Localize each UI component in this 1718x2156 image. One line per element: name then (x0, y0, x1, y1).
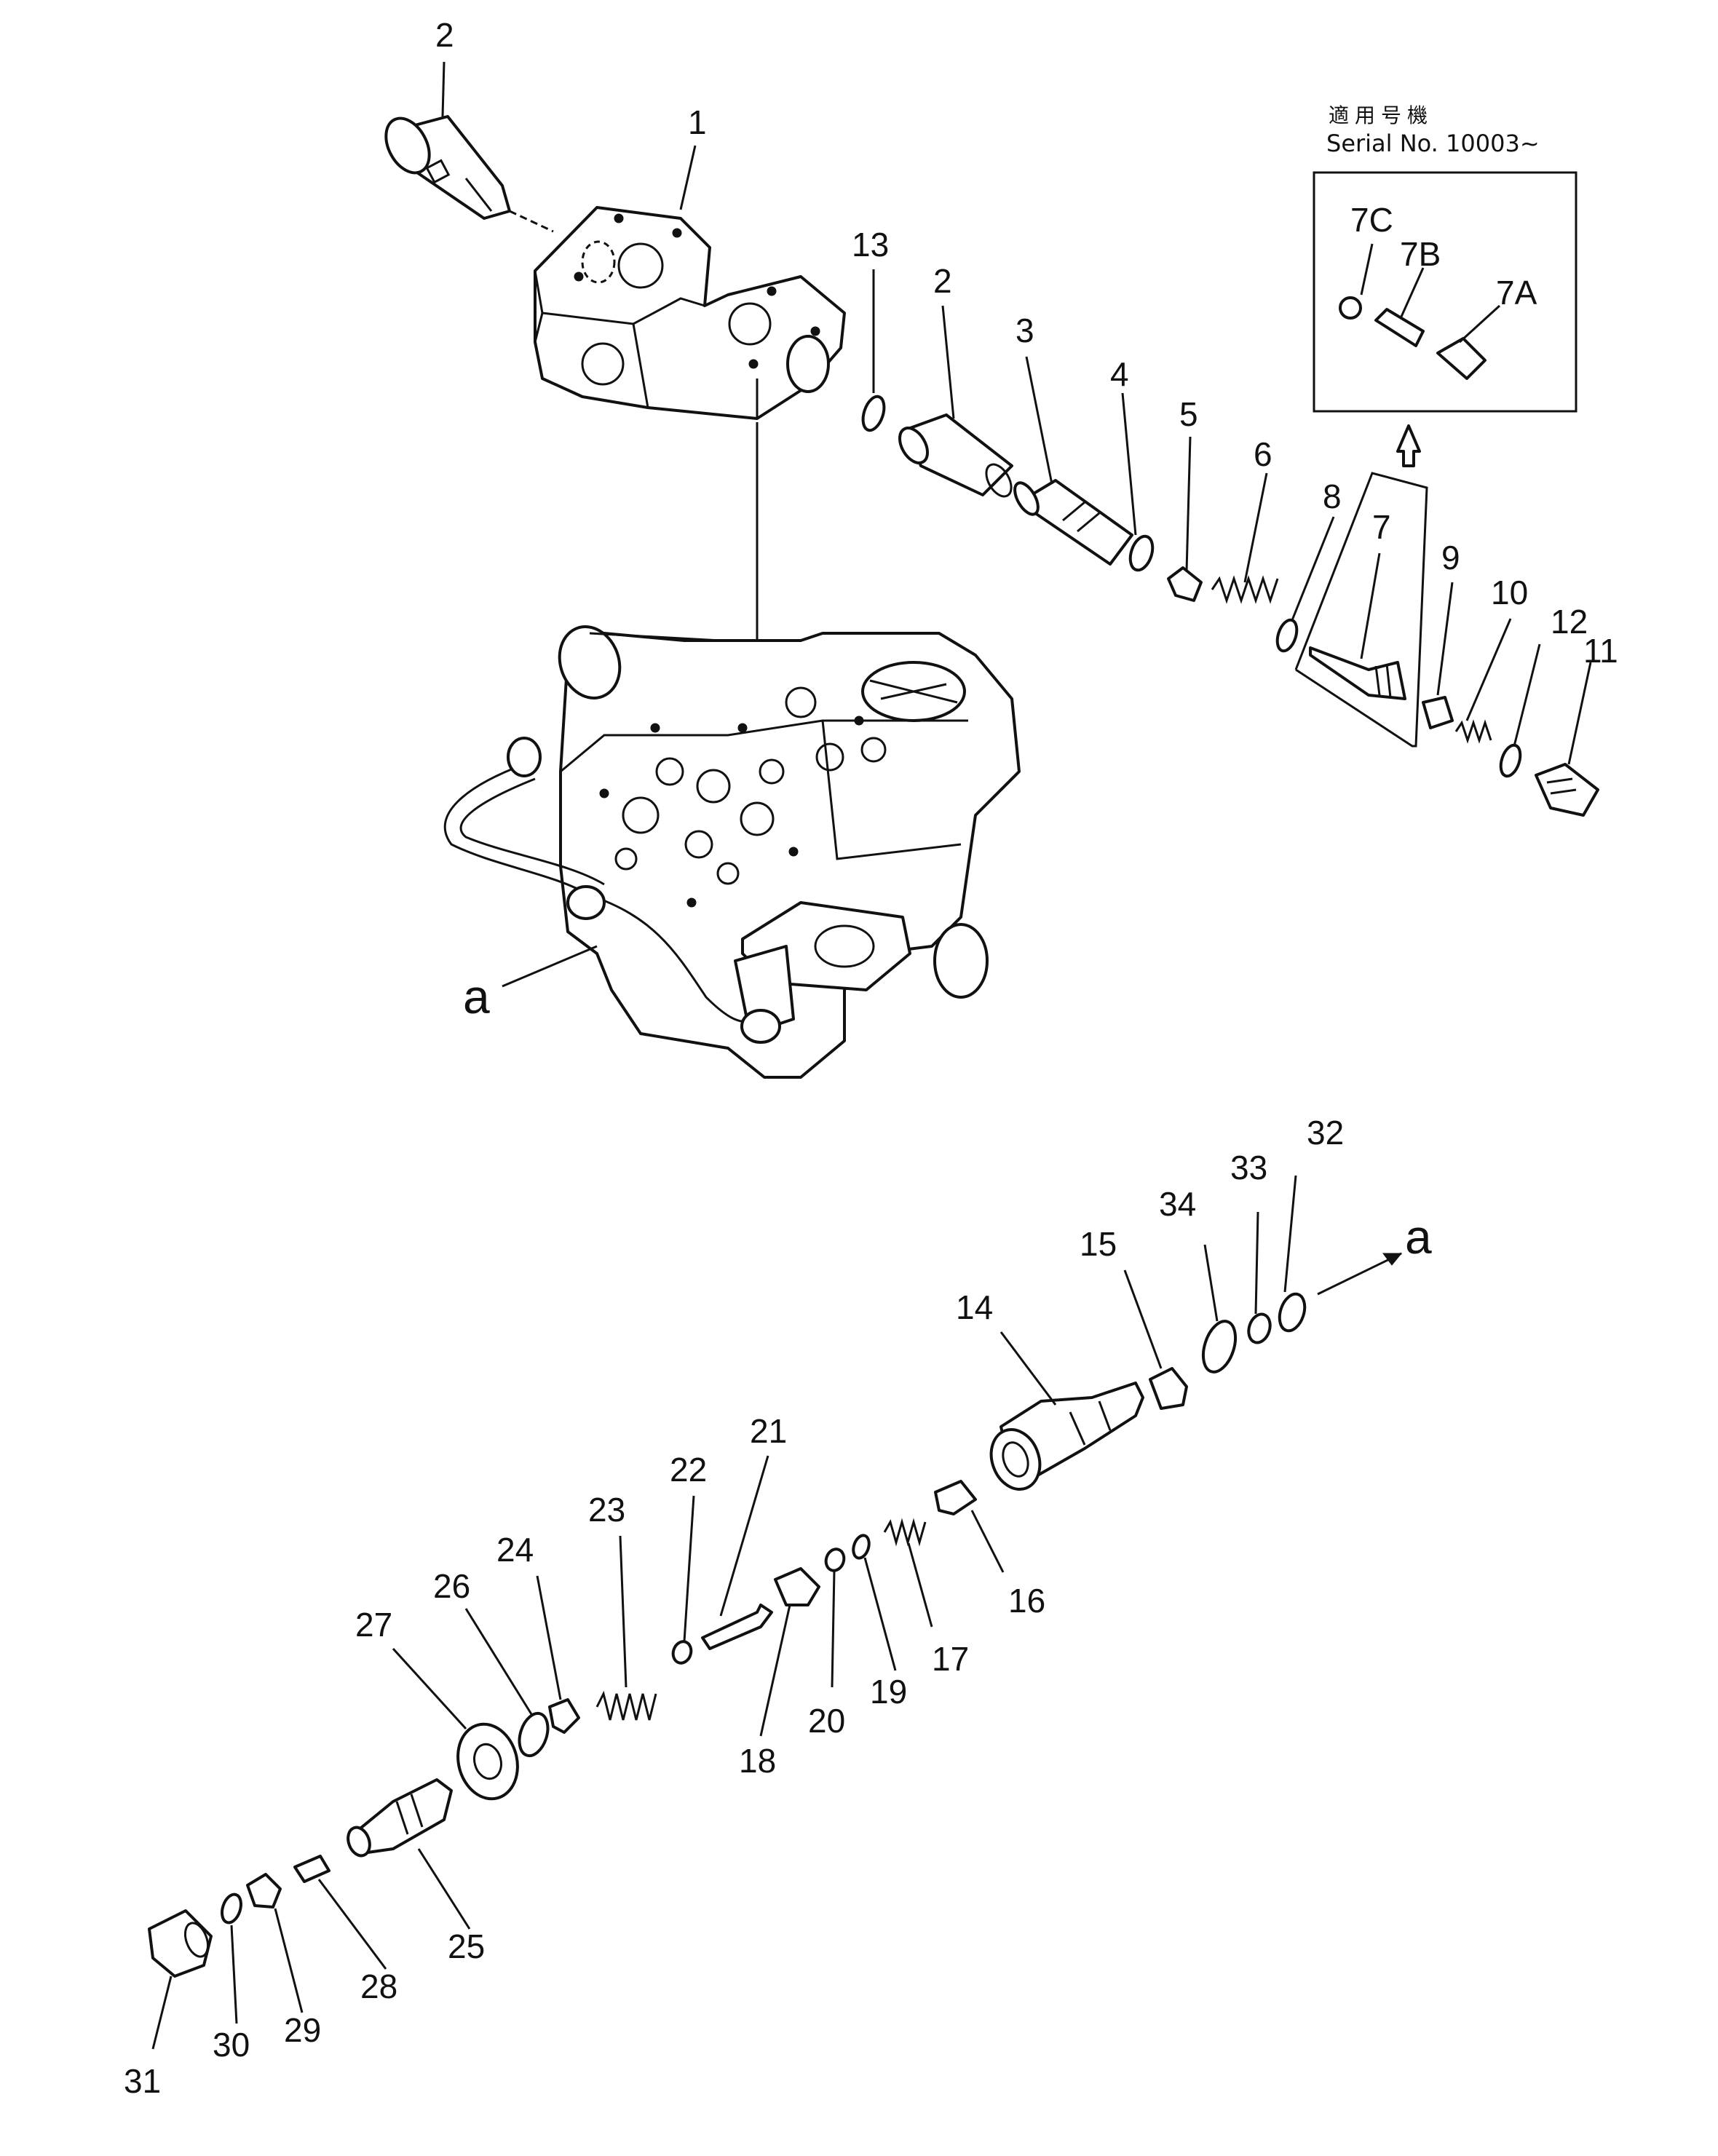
inset-label-7a: 7A (1496, 274, 1537, 312)
part-20-backup-ring (824, 1547, 846, 1572)
main-valve-body (443, 625, 1021, 1079)
part-21-pin (701, 1604, 773, 1650)
part-5-poppet (1167, 566, 1203, 602)
part-22-washer (671, 1640, 693, 1665)
leader-lines (151, 61, 1592, 2050)
part-13-o-ring (861, 395, 886, 432)
part-23-spring (595, 1690, 657, 1721)
callout-22: 22 (670, 1451, 707, 1489)
callout-19: 19 (870, 1673, 907, 1711)
callout-12: 12 (1551, 603, 1588, 641)
callout-31: 31 (124, 2062, 161, 2100)
part-27-lock-nut (456, 1722, 519, 1801)
inset-label-7b: 7B (1400, 235, 1441, 273)
part-10-spring (1454, 719, 1492, 744)
part-16-collar (934, 1480, 977, 1515)
part-4-o-ring (1128, 534, 1155, 572)
part-31-cap (148, 1909, 213, 1978)
part-14-valve-sleeve (989, 1382, 1144, 1491)
part-7a-plug (1436, 337, 1487, 380)
part-9-nut (1422, 696, 1454, 729)
part-11-plug (1535, 763, 1599, 817)
callout-8: 8 (1323, 477, 1342, 515)
part-7-valve (1309, 646, 1406, 700)
callout-16: 16 (1008, 1582, 1045, 1620)
inset-header-jp: 適用号機 (1329, 103, 1433, 127)
callout-17: 17 (932, 1640, 969, 1678)
part-1-valve-cover (534, 206, 846, 420)
part-32-o-ring (1278, 1292, 1307, 1333)
part-7c-washer (1339, 296, 1362, 320)
callout-34: 34 (1159, 1185, 1196, 1223)
callout-4: 4 (1110, 355, 1129, 393)
callout-26: 26 (433, 1567, 470, 1605)
part-33-backup-ring (1247, 1312, 1272, 1344)
inset-box: 適用号機 Serial No. 10003~ 7C 7B 7A (1313, 103, 1578, 413)
part-17-spring (883, 1518, 927, 1547)
callout-2-top: 2 (435, 16, 454, 54)
callout-15: 15 (1080, 1225, 1117, 1263)
part-34-o-ring (1201, 1320, 1238, 1374)
callout-25: 25 (448, 1927, 485, 1965)
part-28-pin (293, 1855, 330, 1883)
part-18-cap (774, 1567, 820, 1606)
ref-mark-a-right: a (1405, 1210, 1432, 1264)
callout-2-mid: 2 (933, 262, 952, 300)
part-6-spring (1211, 575, 1279, 604)
callout-27: 27 (355, 1606, 392, 1644)
part-29-nut (246, 1873, 282, 1909)
part-19-o-ring (852, 1534, 871, 1560)
callout-6: 6 (1254, 435, 1272, 473)
callout-30: 30 (213, 2026, 250, 2064)
part-26-o-ring (518, 1711, 550, 1758)
part-30-o-ring (221, 1893, 242, 1925)
callout-7: 7 (1372, 508, 1391, 546)
callout-20: 20 (808, 1702, 845, 1740)
callout-33: 33 (1230, 1149, 1267, 1186)
callout-24: 24 (496, 1531, 534, 1569)
part-12-o-ring (1499, 743, 1522, 778)
callout-9: 9 (1441, 539, 1460, 576)
callout-11: 11 (1583, 632, 1618, 670)
callout-21: 21 (750, 1412, 787, 1450)
part-7-group-outline (1294, 472, 1428, 748)
part-2-top-plug (384, 115, 554, 233)
callout-23: 23 (588, 1491, 625, 1529)
callout-numbers: 2 1 13 2 3 4 5 6 8 7 9 10 12 11 32 33 34… (124, 16, 1618, 2100)
callout-13: 13 (852, 226, 889, 263)
callout-10: 10 (1491, 574, 1528, 611)
callout-5: 5 (1179, 395, 1198, 433)
inset-header-serial: Serial No. 10003~ (1326, 130, 1540, 157)
part-25-adjust-screw (347, 1778, 453, 1858)
part-8-o-ring (1275, 618, 1299, 653)
callout-29: 29 (284, 2011, 321, 2049)
ref-mark-a-left: a (463, 970, 490, 1023)
part-2-plug (898, 413, 1013, 498)
callout-32: 32 (1307, 1114, 1344, 1152)
callout-14: 14 (956, 1288, 993, 1326)
callout-28: 28 (360, 1967, 397, 2005)
callout-18: 18 (739, 1742, 776, 1780)
arrow-up-icon (1396, 424, 1421, 467)
part-15-seat (1149, 1367, 1188, 1410)
inset-label-7c: 7C (1350, 201, 1393, 239)
callout-3: 3 (1016, 312, 1034, 349)
part-3-spool (1013, 479, 1133, 566)
part-7b-pin (1374, 308, 1425, 347)
part-24-collar (548, 1698, 580, 1734)
callout-1: 1 (688, 103, 707, 141)
